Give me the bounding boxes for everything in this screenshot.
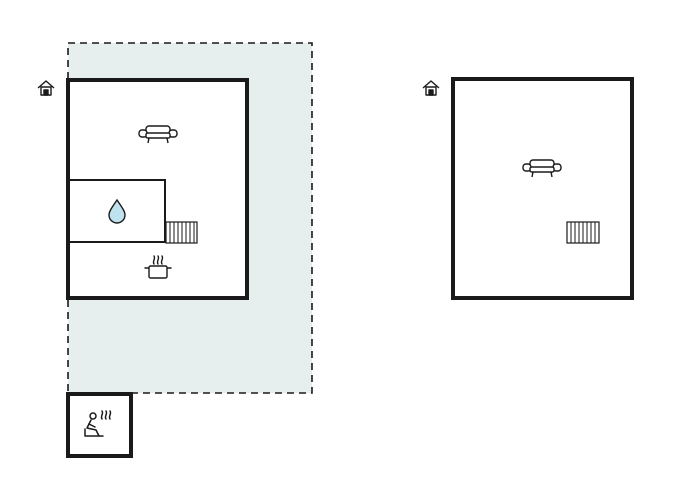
ground-floor-plan (66, 78, 249, 300)
water-drop-icon (108, 198, 126, 224)
upper-floor-outer-wall (451, 77, 634, 300)
cooking-pot-icon (144, 255, 172, 279)
stairs-icon (165, 221, 198, 244)
sauna-icon (84, 410, 112, 437)
house-entrance-icon (37, 80, 55, 96)
stairs-icon (566, 221, 600, 244)
sofa-icon (138, 125, 178, 144)
upper-floor-plan (451, 77, 634, 300)
sauna-building (66, 392, 133, 458)
house-entrance-icon (422, 80, 440, 96)
sauna-room (66, 392, 133, 458)
sofa-icon (522, 159, 562, 178)
